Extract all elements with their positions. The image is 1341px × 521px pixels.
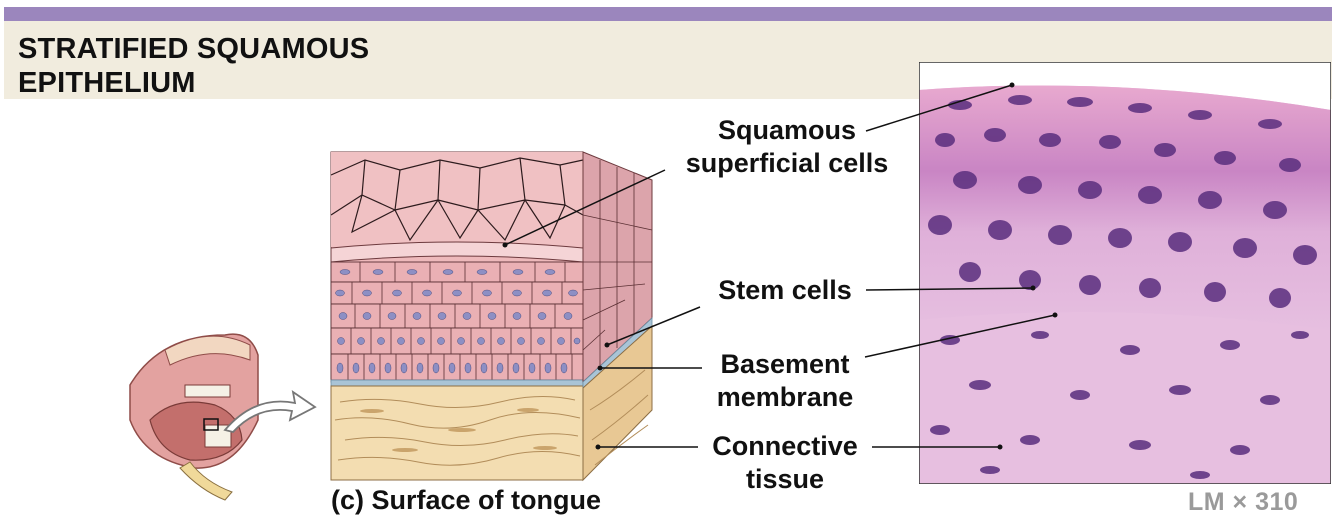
label-basement-membrane: Basement membrane: [700, 348, 870, 414]
label-squamous-line-1: Squamous: [662, 114, 912, 147]
label-basement-line-2: membrane: [700, 381, 870, 414]
micrograph: [919, 62, 1331, 484]
magnification-label: LM × 310: [1188, 488, 1298, 517]
label-connective-tissue: Connective tissue: [695, 430, 875, 496]
label-connective-line-1: Connective: [695, 430, 875, 463]
label-squamous-line-2: superficial cells: [662, 147, 912, 180]
label-stem-cells: Stem cells: [700, 274, 870, 307]
label-squamous-superficial-cells: Squamous superficial cells: [662, 114, 912, 180]
label-basement-line-1: Basement: [700, 348, 870, 381]
tissue-block: [331, 152, 652, 480]
label-connective-line-2: tissue: [695, 463, 875, 496]
figure-caption: (c) Surface of tongue: [331, 484, 601, 517]
